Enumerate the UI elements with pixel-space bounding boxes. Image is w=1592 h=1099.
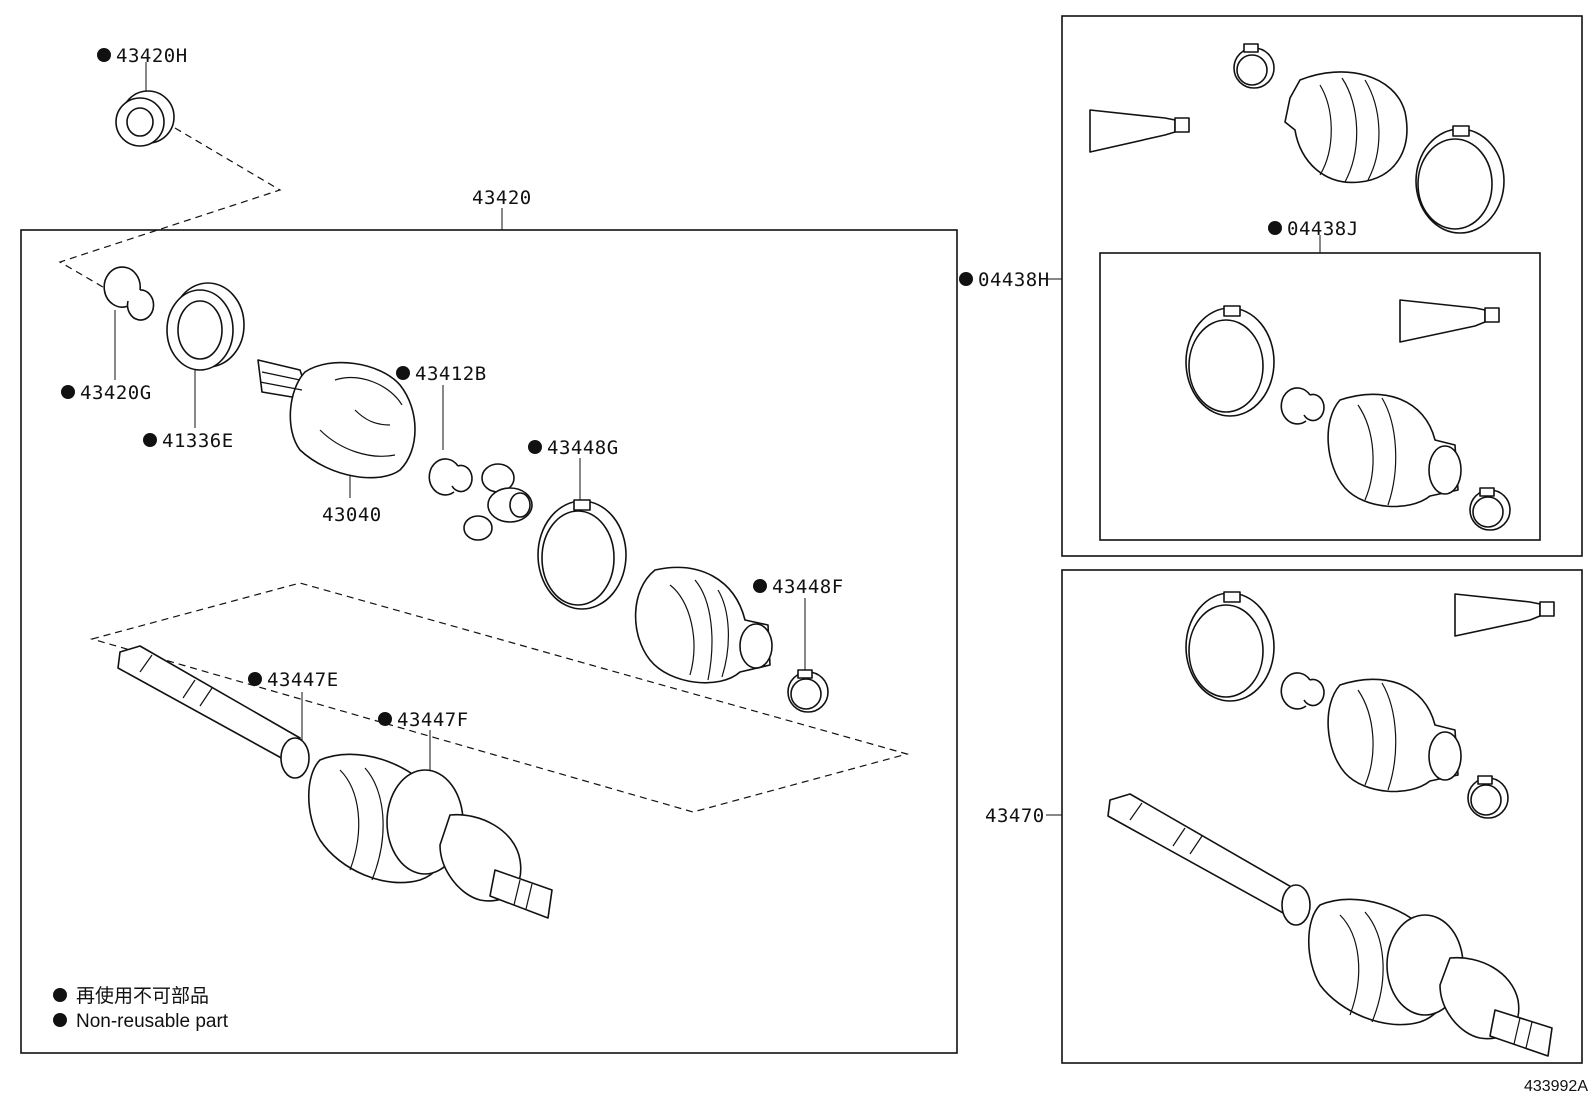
part-number-43447E: 43447E [267,669,339,691]
part-number-04438H: 04438H [978,269,1050,291]
snap-ring-43470 [1280,672,1325,710]
label-04438H: 04438H [959,269,1050,291]
part-number-43448F: 43448F [772,576,844,598]
small-clamp-kit-inner [1469,487,1511,531]
dashed-guide-top [58,127,282,291]
label-41336E: 41336E [143,430,234,452]
label-43448G: 43448G [528,437,619,459]
snap-ring-kit-inner [1280,387,1325,425]
snap-ring-43412B [428,458,473,496]
grease-tube-43470 [1454,593,1555,637]
part-number-04438J: 04438J [1287,218,1359,240]
large-clamp-kit-top [1415,125,1505,234]
part-number-43040: 43040 [322,504,382,526]
boot-clamp-43448F [787,669,829,713]
part-number-43420H: 43420H [116,45,188,67]
oil-seal-43420H [115,90,175,147]
snap-ring-43420G [103,266,155,321]
joint-boot [634,566,773,684]
dashed-guide-shaft [89,582,910,813]
main-assembly-frame [20,229,958,1054]
part-number-41336E: 41336E [162,430,234,452]
part-number-43447F: 43447F [397,709,469,731]
label-43447E: 43447E [248,669,339,691]
label-43447F: 43447F [378,709,469,731]
part-number-43420: 43420 [472,187,532,209]
large-clamp-43470 [1185,591,1275,702]
boot-clamp-43448G [537,499,627,610]
boot-kit-top [1284,71,1408,184]
legend: 再使用不可部品 Non-reusable part [53,985,229,1032]
small-clamp-43470 [1467,775,1509,819]
shaft-assembly-frame [1061,569,1583,1064]
part-number-43470: 43470 [985,805,1045,827]
drive-shaft-main [117,645,553,919]
seal-ring-41336E [166,282,245,371]
boot-kit-inner [1327,393,1462,508]
label-04438J: 04438J [1268,218,1359,240]
label-43448F: 43448F [753,576,844,598]
large-clamp-kit-inner [1185,305,1275,417]
grease-tube-kit-top [1089,109,1190,153]
label-43420H: 43420H [97,45,188,67]
legend-line-japanese: 再使用不可部品 [76,985,209,1007]
leader-lines [114,62,1321,816]
part-number-43420G: 43420G [80,382,152,404]
part-number-43448G: 43448G [547,437,619,459]
drive-shaft-43470 [1107,793,1553,1057]
tripod-joint [463,463,533,541]
boot-43470 [1327,678,1462,793]
grease-tube-kit-inner [1399,299,1500,343]
label-43420G: 43420G [61,382,152,404]
joint-housing-43040 [257,359,416,479]
boot-kit-frame-outer [1061,15,1583,557]
legend-line-english: Non-reusable part [76,1011,229,1032]
small-clamp-kit-top [1233,43,1275,89]
diagram-reference-code: 433992A [1524,1078,1588,1095]
part-number-43412B: 43412B [415,363,487,385]
label-43412B: 43412B [396,363,487,385]
